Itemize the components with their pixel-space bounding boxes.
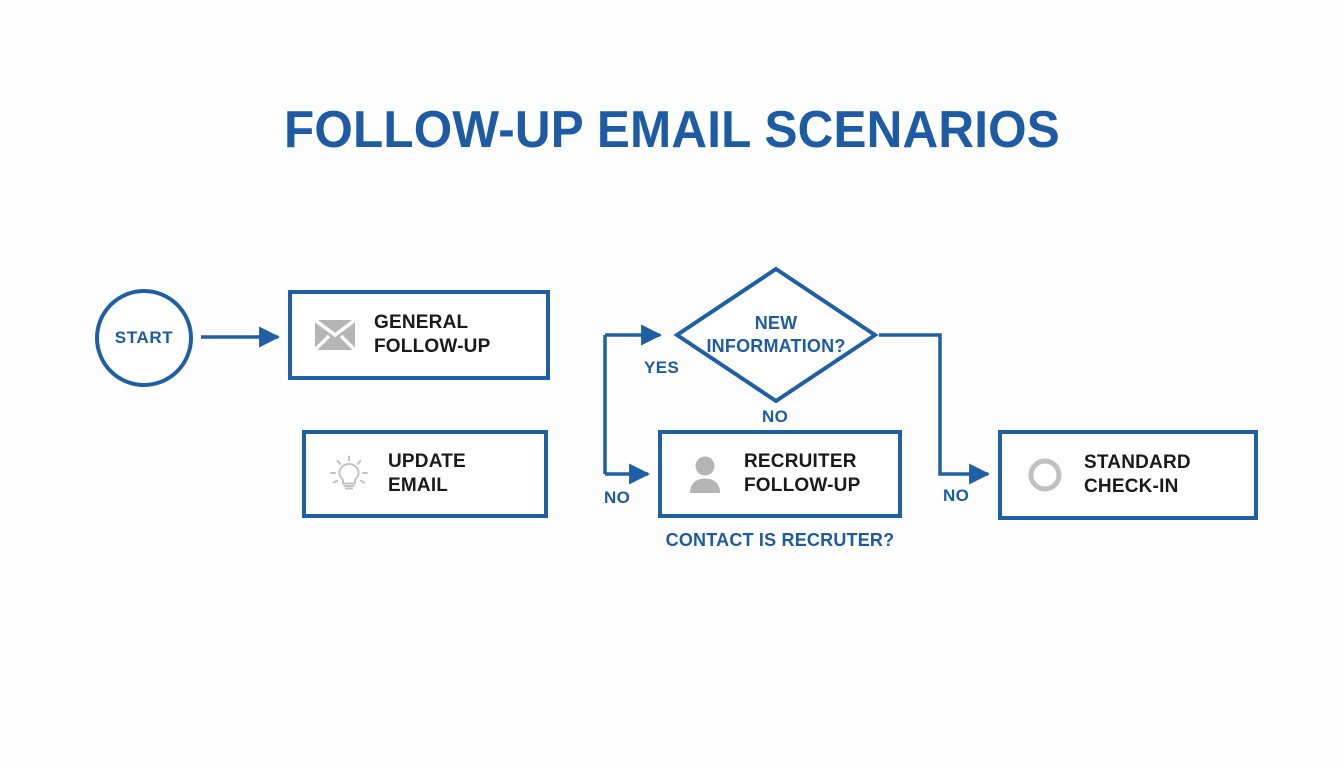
node-general-follow-up[interactable]: GENERAL FOLLOW-UP (288, 290, 550, 380)
page-title: FOLLOW-UP EMAIL SCENARIOS (284, 101, 1060, 159)
node-general-follow-up-label: GENERAL FOLLOW-UP (374, 311, 491, 357)
node-update-email[interactable]: UPDATE EMAIL (302, 430, 548, 518)
circle-outline-icon (1024, 454, 1066, 496)
node-standard-check-in[interactable]: STANDARD CHECK-IN (998, 430, 1258, 520)
edge-no-to-standard (879, 333, 991, 485)
node-decision-label: NEW INFORMATION? (706, 312, 846, 356)
node-standard-check-in-label: STANDARD CHECK-IN (1084, 451, 1191, 497)
person-icon (684, 453, 726, 495)
envelope-icon (314, 314, 356, 356)
caption-contact-is-recruiter: CONTACT IS RECRUTER? (665, 530, 895, 550)
node-start-label: START (114, 328, 174, 348)
edge-label-no-to-standard: NO (943, 486, 970, 505)
node-update-email-label: UPDATE EMAIL (388, 450, 466, 496)
edge-label-no-to-recruiter: NO (604, 488, 631, 507)
node-start[interactable]: START (95, 289, 193, 387)
node-recruiter-follow-up-label: RECRUITER FOLLOW-UP (744, 450, 861, 496)
node-recruiter-follow-up[interactable]: RECRUITER FOLLOW-UP (658, 430, 902, 518)
lightbulb-icon (328, 453, 370, 495)
edge-label-yes: YES (644, 358, 680, 377)
node-decision-new-information[interactable]: NEW INFORMATION? (673, 265, 879, 405)
edge-label-no-from-decision: NO (762, 407, 789, 426)
